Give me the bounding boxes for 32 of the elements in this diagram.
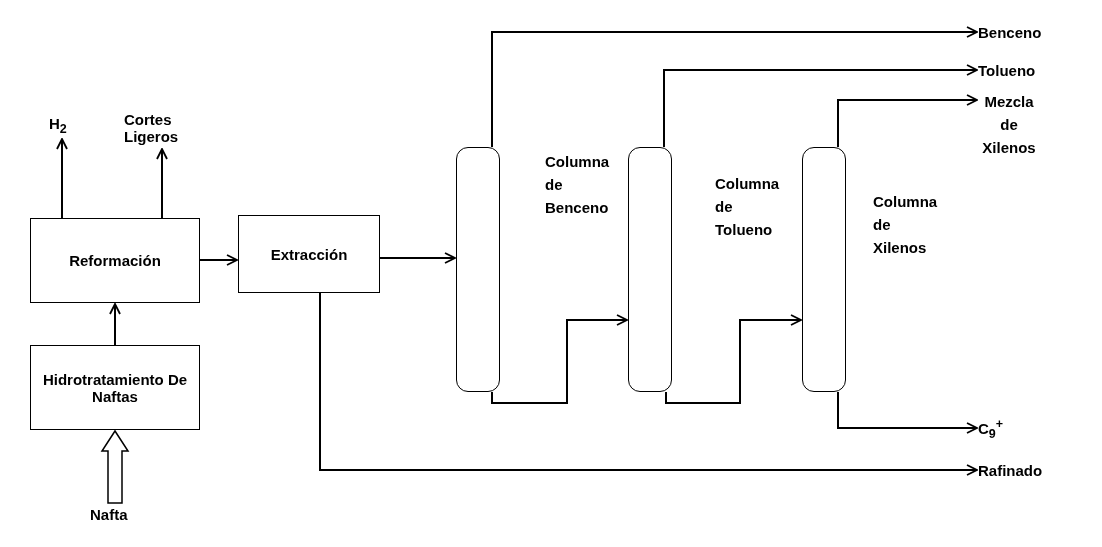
- flow-arrow: [109, 303, 121, 346]
- distillation-column: [628, 147, 672, 392]
- flow-arrow: [837, 94, 978, 148]
- column-label: Columna de Benceno: [545, 152, 611, 218]
- box-label: Hidrotratamiento De Naftas: [41, 370, 189, 405]
- process-box: [30, 218, 200, 303]
- flow-arrow: [491, 26, 978, 148]
- flow-arrow: [665, 314, 802, 404]
- stream-label: Mezcla de Xilenos: [978, 88, 1040, 160]
- box-label: Extracción: [270, 245, 348, 263]
- column-label: Columna de Tolueno: [715, 174, 781, 240]
- block-arrow: [100, 429, 130, 504]
- box-label: Reformación: [69, 252, 161, 269]
- flow-arrow: [319, 292, 978, 476]
- stream-label: Tolueno: [978, 59, 1068, 81]
- distillation-column: [456, 147, 500, 392]
- flow-arrow: [837, 391, 978, 434]
- stream-label: Nafta: [90, 503, 140, 525]
- stream-label: Benceno: [978, 21, 1068, 43]
- process-box: [30, 345, 200, 430]
- flow-arrow: [156, 148, 168, 219]
- flow-arrow: [379, 252, 456, 264]
- stream-label: H$_{2}$: [49, 112, 79, 138]
- stream-label: Rafinado: [978, 459, 1068, 481]
- stream-label: Cortes Ligeros: [124, 108, 204, 148]
- flow-arrow: [663, 64, 978, 148]
- flow-arrow: [491, 314, 628, 404]
- distillation-column: [802, 147, 846, 392]
- column-label: Columna de Xilenos: [873, 192, 939, 258]
- flow-arrow: [199, 254, 238, 266]
- flow-arrow: [56, 138, 68, 219]
- process-box: [238, 215, 380, 293]
